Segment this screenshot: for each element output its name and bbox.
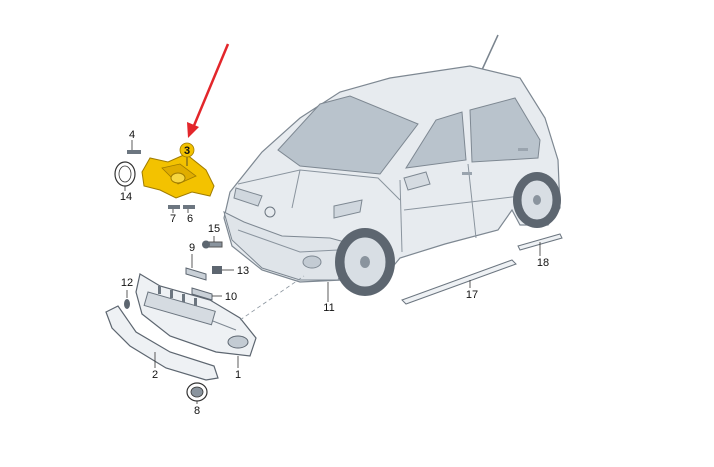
rear-side-window	[469, 97, 541, 163]
car-emblem	[264, 206, 276, 218]
callout-18: 18	[537, 257, 549, 269]
headlight-left	[233, 187, 263, 207]
windshield	[277, 95, 419, 175]
callout-4: 4	[129, 129, 135, 141]
callout-10: 10	[225, 291, 237, 303]
callout-6: 6	[187, 213, 193, 225]
clip-part-6	[183, 205, 195, 209]
front-side-window	[405, 111, 467, 169]
front-wheel	[335, 228, 395, 296]
bracket-part-9	[185, 267, 207, 281]
callout-14: 14	[120, 191, 132, 203]
clip-part-4	[127, 150, 141, 154]
callout-3-badge	[179, 142, 195, 158]
clip-part-13	[212, 266, 222, 274]
callout-15: 15	[208, 223, 220, 235]
callout-8: 8	[194, 405, 200, 417]
callout-1: 1	[235, 369, 241, 381]
side-mirror	[403, 171, 431, 191]
fog-cover-part-8	[186, 382, 208, 402]
highlighted-part-3	[141, 153, 215, 199]
spoiler-part-2	[105, 305, 219, 381]
leader-lines	[124, 140, 541, 404]
callout-2: 2	[152, 369, 158, 381]
red-pointer-arrow	[187, 43, 230, 138]
callout-11: 11	[323, 302, 334, 314]
callout-9: 9	[189, 242, 195, 254]
assembly-line	[239, 275, 305, 321]
clip-part-7	[168, 205, 180, 209]
bracket-part-10	[191, 287, 213, 301]
emblem-part-14	[114, 161, 136, 187]
callout-13: 13	[237, 265, 249, 277]
callout-3: 3	[184, 145, 190, 157]
rear-wheel	[513, 172, 561, 228]
car-illustration	[223, 34, 561, 296]
callout-7: 7	[170, 213, 176, 225]
callout-17: 17	[466, 289, 478, 301]
callout-12: 12	[121, 277, 133, 289]
side-moulding-17	[401, 259, 517, 305]
clip-part-12	[124, 299, 130, 309]
screw-part-15	[202, 240, 223, 249]
headlight-right	[333, 199, 363, 219]
bumper-cover-part-1	[135, 273, 257, 357]
